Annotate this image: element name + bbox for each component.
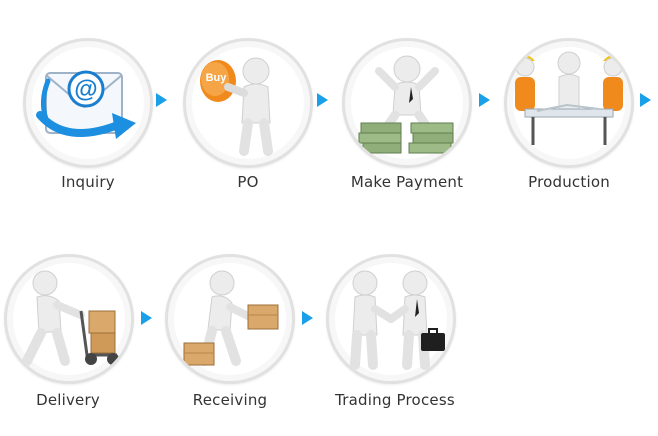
flow-arrow (156, 93, 167, 107)
step-label: Receiving (192, 391, 268, 409)
step-label: Production (528, 173, 610, 191)
step-label: Trading Process (335, 391, 455, 409)
person-lifting-box-icon (183, 270, 279, 366)
workers-at-table-icon (515, 51, 623, 145)
flow-arrow (302, 311, 313, 325)
flow-arrow (640, 93, 651, 107)
step-label: PO (237, 173, 259, 191)
inquiry-circle: @ (23, 38, 153, 168)
flow-arrow (141, 311, 152, 325)
production-circle (504, 38, 634, 168)
step-label: Delivery (36, 391, 100, 409)
svg-text:@: @ (74, 76, 97, 103)
po-circle: Buy (183, 38, 313, 168)
flow-arrow (317, 93, 328, 107)
payment-circle (342, 38, 472, 168)
person-on-money-icon (358, 55, 454, 154)
flow-arrow (479, 93, 490, 107)
hand-truck-person-icon (22, 270, 119, 366)
handshake-icon (350, 270, 445, 370)
receiving-circle (165, 254, 295, 384)
buy-button-person-icon: Buy (200, 57, 273, 156)
delivery-circle (4, 254, 134, 384)
step-label: Inquiry (61, 173, 115, 191)
buy-badge-text: Buy (206, 72, 228, 84)
email-at-icon: @ (36, 70, 136, 139)
step-label: Make Payment (350, 173, 464, 191)
trading-circle (326, 254, 456, 384)
